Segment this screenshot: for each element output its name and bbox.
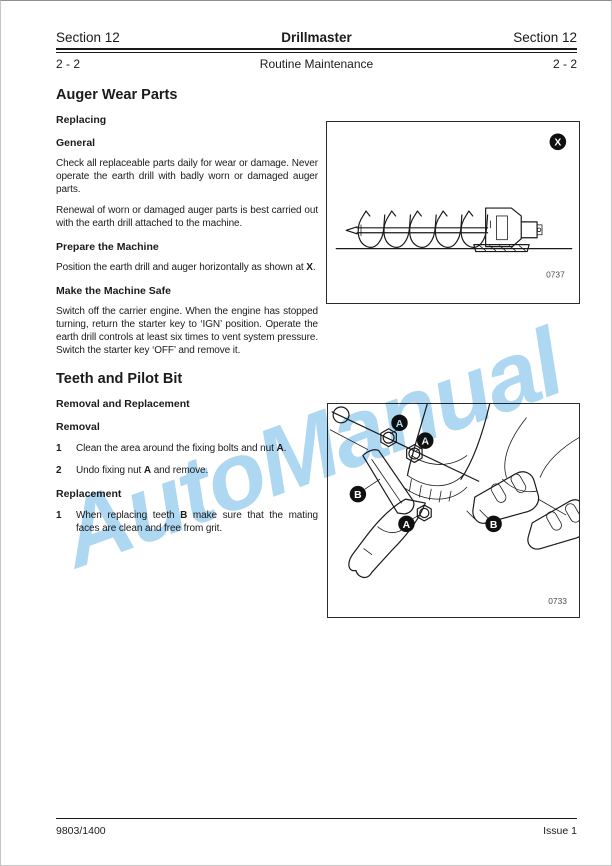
callout-b-badge: B xyxy=(485,515,502,533)
paragraph: Switch off the carrier engine. When the … xyxy=(56,306,318,356)
header-row-section: Section 12 Drillmaster Section 12 xyxy=(56,30,577,45)
svg-text:B: B xyxy=(354,490,362,501)
list-item: 2 Undo fixing nut A and remove. xyxy=(56,465,209,476)
header-chapter: Routine Maintenance xyxy=(259,57,374,71)
figure-auger: X 0737 xyxy=(326,121,580,304)
header-page-right: 2 - 2 xyxy=(552,57,577,71)
header-rule xyxy=(56,48,577,53)
figure-teeth-pilot-bit: A A B A B 0733 xyxy=(327,403,580,618)
paragraph: Position the earth drill and auger horiz… xyxy=(56,262,316,273)
header-section-left: Section 12 xyxy=(56,30,120,45)
figure-number: 0733 xyxy=(548,596,567,606)
paragraph: Check all replaceable parts daily for we… xyxy=(56,158,318,195)
subheading-replacement: Replacement xyxy=(56,488,122,500)
footer-issue: Issue 1 xyxy=(543,825,577,837)
svg-text:A: A xyxy=(422,437,430,448)
figure-ref-badge-x: X xyxy=(549,133,567,151)
callout-a-badge: A xyxy=(391,414,408,432)
list-item: 1 Clean the area around the fixing bolts… xyxy=(56,443,287,454)
callout-a-badge: A xyxy=(417,432,434,449)
footer-publication-number: 9803/1400 xyxy=(56,825,106,837)
list-item: 1 When replacing teeth B make sure that … xyxy=(56,510,318,534)
svg-text:A: A xyxy=(403,520,411,531)
paragraph: Renewal of worn or damaged auger parts i… xyxy=(56,205,318,229)
header-page-left: 2 - 2 xyxy=(56,57,81,71)
section-title-teeth: Teeth and Pilot Bit xyxy=(56,371,183,387)
page-header: Section 12 Drillmaster Section 12 2 - 2 … xyxy=(56,30,577,71)
page-footer: 9803/1400 Issue 1 xyxy=(56,818,577,837)
teeth-line-drawing: A A B A B 0733 xyxy=(329,404,579,606)
text-column: Auger Wear Parts Replacing General Check… xyxy=(56,87,318,535)
callout-a-badge: A xyxy=(398,515,415,533)
subheading-removal: Removal xyxy=(56,421,100,433)
svg-text:B: B xyxy=(490,520,498,531)
section-title-auger: Auger Wear Parts xyxy=(56,87,178,103)
auger-line-drawing: X 0737 xyxy=(335,133,573,279)
header-title: Drillmaster xyxy=(281,30,352,45)
header-section-right: Section 12 xyxy=(513,30,577,45)
subheading-prepare-machine: Prepare the Machine xyxy=(56,241,159,253)
callout-b-badge: B xyxy=(349,485,367,503)
subheading-general: General xyxy=(56,137,96,149)
svg-text:X: X xyxy=(554,138,561,149)
subheading-machine-safe: Make the Machine Safe xyxy=(56,285,171,297)
header-row-page: 2 - 2 Routine Maintenance 2 - 2 xyxy=(56,57,577,71)
subheading-replacing: Replacing xyxy=(56,114,107,126)
svg-text:A: A xyxy=(396,419,404,430)
figure-number: 0737 xyxy=(546,269,565,279)
subheading-removal-replacement: Removal and Replacement xyxy=(56,398,190,410)
